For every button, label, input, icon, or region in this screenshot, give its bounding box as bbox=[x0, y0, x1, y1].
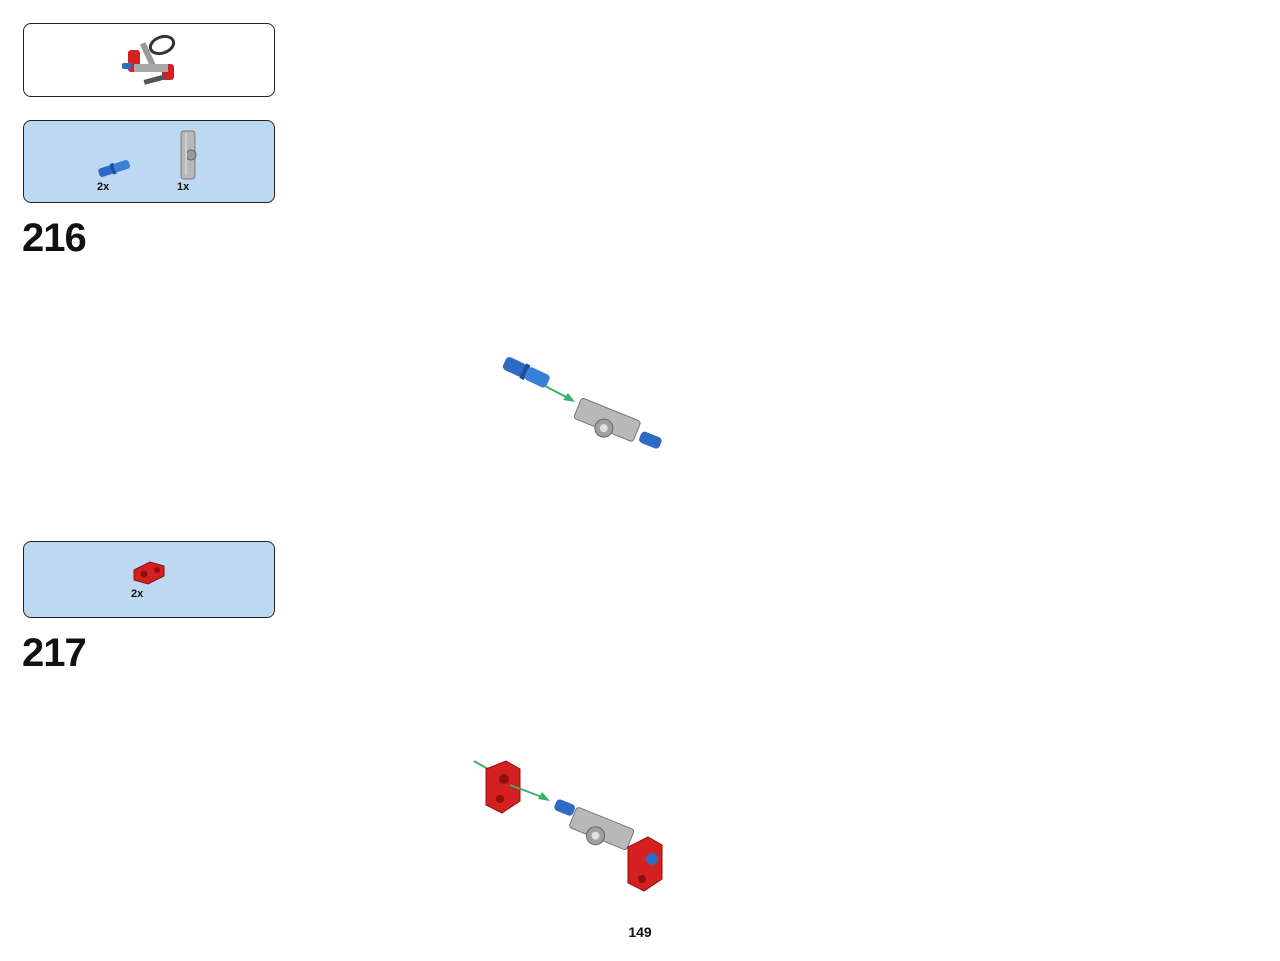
red-connectors-onto-pins-icon bbox=[473, 760, 663, 892]
parts-list-216: 2x 1x bbox=[23, 120, 275, 203]
page-number: 149 bbox=[628, 924, 652, 940]
steering-assembly-icon bbox=[122, 34, 176, 85]
submodel-callout bbox=[23, 23, 275, 97]
blue-axle-pin-icon bbox=[98, 160, 130, 177]
part-qty-216-2: 1x bbox=[177, 181, 190, 193]
red-axle-connector-icon bbox=[133, 561, 165, 585]
step-number-216: 216 bbox=[22, 216, 87, 260]
blue-pins-into-gray-connector-icon bbox=[502, 357, 662, 449]
gray-beam-connector-icon bbox=[180, 130, 197, 180]
step-number-217: 217 bbox=[22, 631, 87, 675]
part-qty-217-1: 2x bbox=[131, 588, 144, 600]
parts-list-217: 2x bbox=[23, 541, 275, 618]
part-qty-216-1: 2x bbox=[97, 181, 110, 193]
